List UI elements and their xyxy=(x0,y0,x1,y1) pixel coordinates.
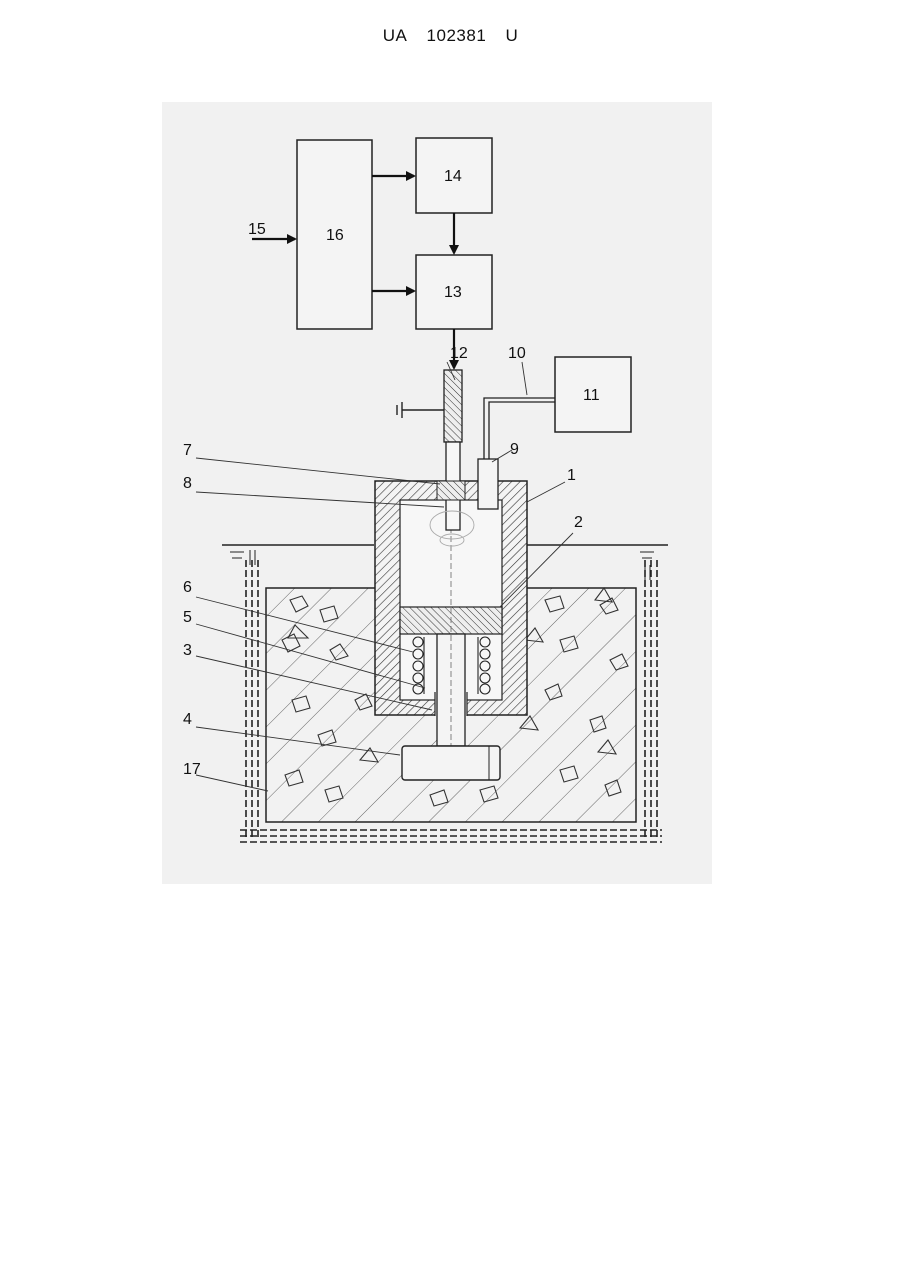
label-3: 3 xyxy=(183,642,192,659)
label-9: 9 xyxy=(510,441,519,458)
pit-bottom xyxy=(240,830,662,842)
label-8: 8 xyxy=(183,475,192,492)
sensor-cable xyxy=(484,398,555,459)
label-12: 12 xyxy=(450,345,468,362)
pressure-sensor xyxy=(478,459,498,509)
label-15: 15 xyxy=(248,221,266,238)
label-2: 2 xyxy=(574,514,583,531)
block-11-label: 11 xyxy=(583,387,600,404)
pit-wall-right xyxy=(645,560,657,838)
label-10: 10 xyxy=(508,345,526,362)
label-17: 17 xyxy=(183,761,201,778)
electrode-seal xyxy=(437,481,465,500)
stamp xyxy=(402,746,500,780)
block-13-label: 13 xyxy=(444,284,462,301)
pit-wall-left xyxy=(246,560,258,838)
sensor-cable-2 xyxy=(489,402,555,459)
electrode-insulator xyxy=(444,370,462,442)
label-5: 5 xyxy=(183,609,192,626)
ground-symbol xyxy=(397,402,444,418)
label-7: 7 xyxy=(183,442,192,459)
block-16-label: 16 xyxy=(326,227,344,244)
block-14-label: 14 xyxy=(444,168,462,185)
label-1: 1 xyxy=(567,467,576,484)
label-6: 6 xyxy=(183,579,192,596)
label-4: 4 xyxy=(183,711,192,728)
